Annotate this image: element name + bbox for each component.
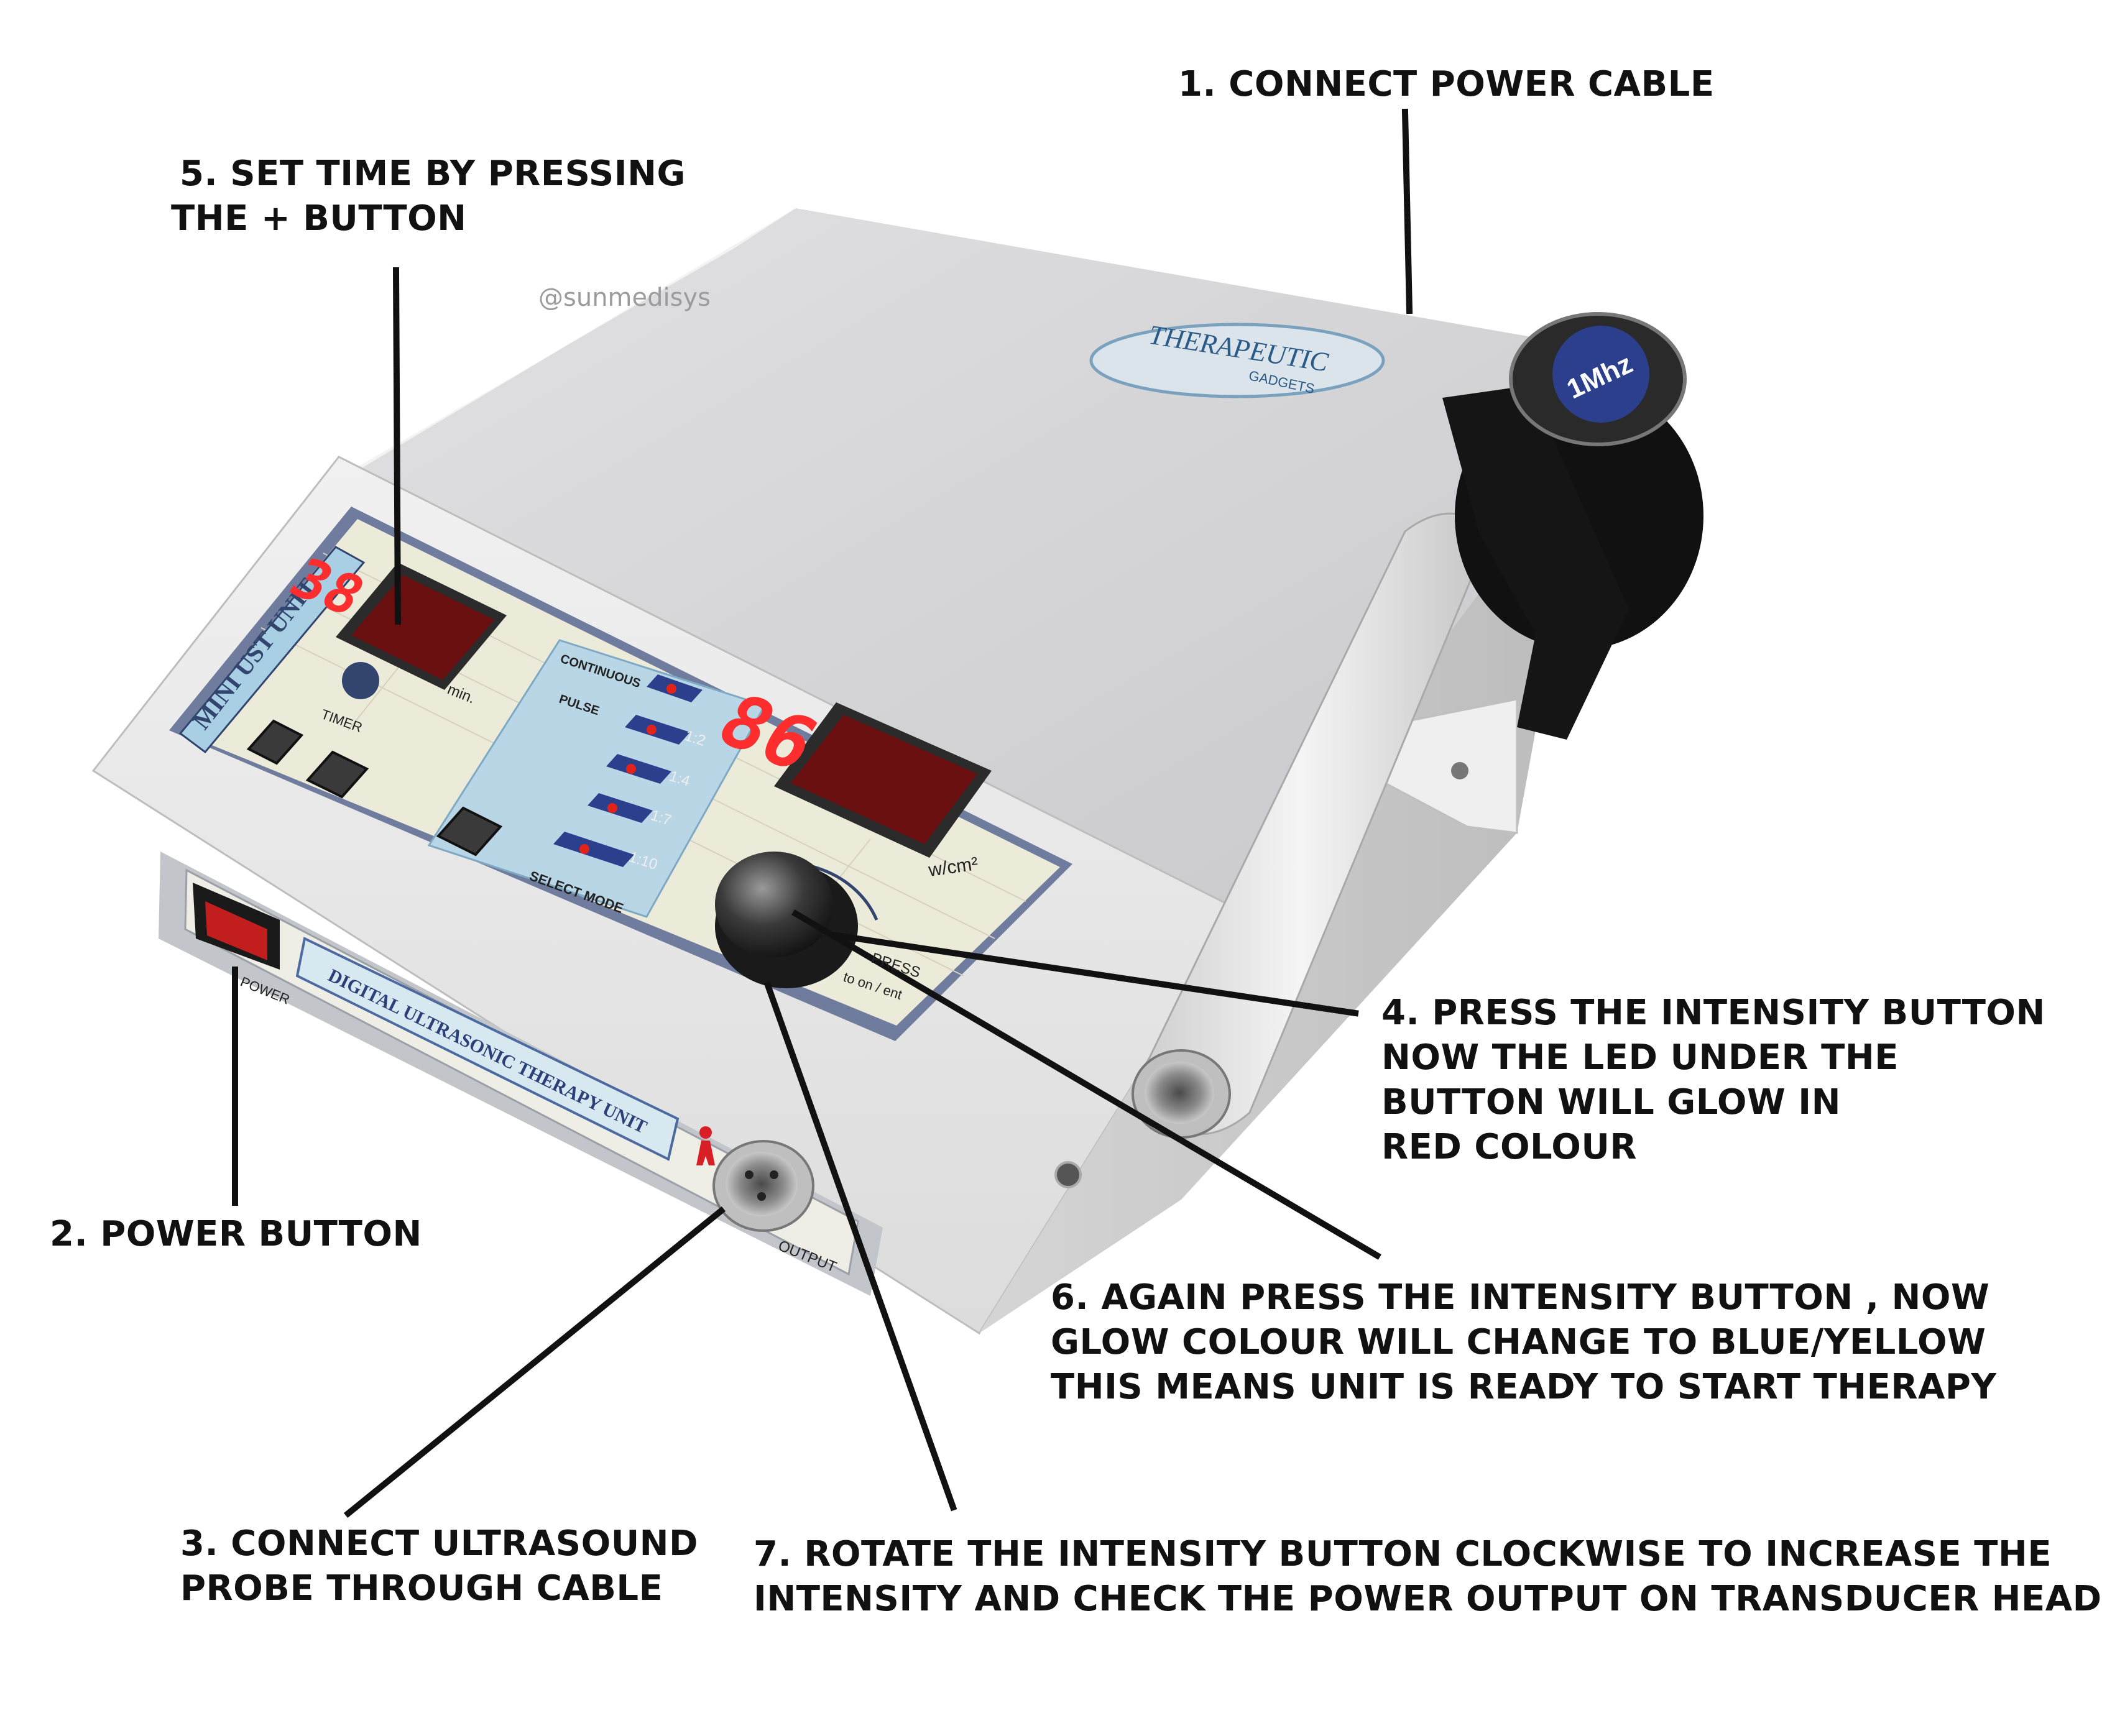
callout-5-line-2: THE + BUTTON (171, 198, 467, 239)
callout-2: 2. POWER BUTTON (50, 1212, 422, 1257)
side-label-stripe (178, 546, 366, 754)
brand-oval (1089, 323, 1385, 398)
callout-7-line-1: 7. ROTATE THE INTENSITY BUTTON CLOCKWISE… (754, 1534, 2052, 1574)
power-switch (205, 901, 267, 960)
callout-1: 1. CONNECT POWER CABLE (1178, 62, 1715, 107)
intensity-knob (715, 852, 833, 957)
leader-line-5 (392, 267, 402, 625)
callout-6-line-1: 6. AGAIN PRESS THE INTENSITY BUTTON , NO… (1051, 1277, 1990, 1318)
probe-badge (1552, 326, 1649, 423)
timer-display-screen (351, 575, 494, 680)
probe-clip (1442, 385, 1629, 740)
instruction-diagram: THERAPEUTIC GADGETS MINI UST UNIT 38 min… (50, 62, 2101, 1619)
callout-7-line-2: INTENSITY AND CHECK THE POWER OUTPUT ON … (754, 1579, 2102, 1619)
watermark: @sunmedisys (538, 283, 711, 312)
callout-3-line-2: PROBE THROUGH CABLE (180, 1568, 663, 1609)
leader-line-4 (832, 932, 1359, 1017)
callout-5: 5. SET TIME BY PRESSING THE + BUTTON (171, 152, 686, 241)
callout-6: 6. AGAIN PRESS THE INTENSITY BUTTON , NO… (1051, 1275, 1996, 1410)
side-screw (1054, 1161, 1082, 1188)
front-label-plate (295, 937, 680, 1161)
mode-panel (427, 639, 767, 918)
device-corner (339, 208, 796, 482)
callout-7: 7. ROTATE THE INTENSITY BUTTON CLOCKWISE… (754, 1532, 2102, 1622)
output-connector (726, 1152, 798, 1216)
callout-1-line-1: 1. CONNECT POWER CABLE (1178, 64, 1715, 104)
callout-4-line-1: 4. PRESS THE INTENSITY BUTTON (1381, 993, 2045, 1033)
person-icon (696, 1126, 715, 1165)
callout-6-line-3: THIS MEANS UNIT IS READY TO START THERAP… (1051, 1367, 1997, 1407)
callout-3: 3. CONNECT ULTRASOUND PROBE THROUGH CABL… (180, 1522, 698, 1611)
callout-2-line-1: 2. POWER BUTTON (50, 1214, 422, 1254)
leader-line-1 (1401, 108, 1413, 315)
probe-connector (1145, 1062, 1214, 1124)
intensity-display-screen (791, 715, 977, 844)
callout-4: 4. PRESS THE INTENSITY BUTTON NOW THE LE… (1381, 991, 2045, 1170)
select-mode-button (436, 806, 503, 857)
callout-4-line-2: NOW THE LED UNDER THE (1381, 1037, 1899, 1078)
leader-line-3 (343, 1206, 726, 1518)
callout-6-line-2: GLOW COLOUR WILL CHANGE TO BLUE/YELLOW (1051, 1322, 1986, 1362)
callout-4-line-3: BUTTON WILL GLOW IN (1381, 1082, 1842, 1123)
mode-leds (553, 674, 703, 867)
callout-4-line-4: RED COLOUR (1381, 1127, 1637, 1167)
callout-3-line-1: 3. CONNECT ULTRASOUND (180, 1523, 699, 1564)
leader-line-6 (791, 909, 1381, 1260)
leader-lines (232, 108, 1413, 1518)
timer-buttons (246, 719, 369, 799)
device-illustration: THERAPEUTIC GADGETS MINI UST UNIT 38 min… (91, 108, 1703, 1518)
timer-icon (342, 662, 379, 699)
callout-5-line-1: 5. SET TIME BY PRESSING (180, 154, 686, 194)
leader-line-7 (763, 981, 957, 1512)
